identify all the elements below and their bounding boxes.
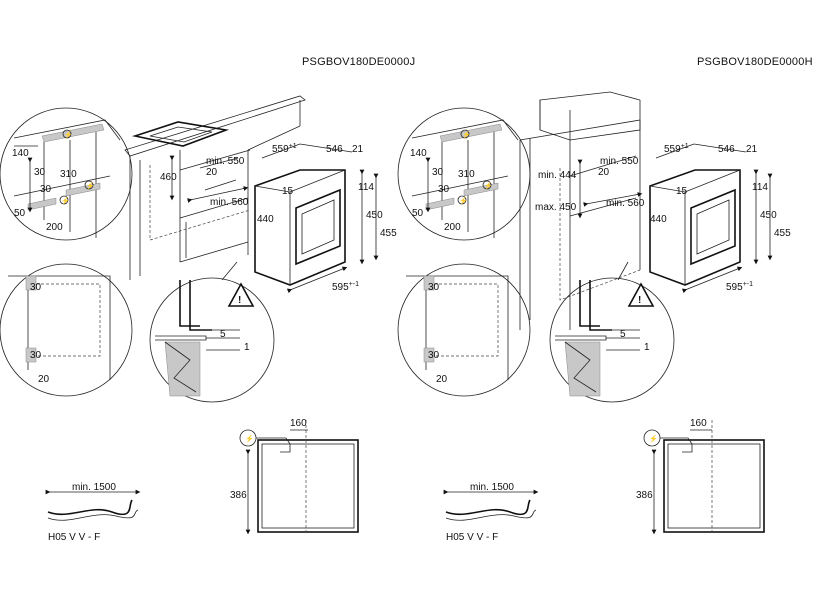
right-cable: min. 1500 H05 V V - F — [443, 482, 539, 543]
model-label-right: PSGBOV180DE0000H — [697, 56, 813, 68]
dim-oven-h2-r: 114 — [752, 182, 768, 193]
svg-text:⚡: ⚡ — [462, 130, 471, 139]
dim-back-height-r: 386 — [636, 490, 653, 501]
dim-cabinet-gap: 20 — [206, 167, 218, 178]
dim-cabinet-depth-min-r: min. 550 — [600, 156, 639, 167]
dim-cabinet-width-min-r: min. 560 — [606, 198, 645, 209]
right-detail-circle: ! 5 1 — [549, 261, 675, 403]
dim-side-bot-r: 20 — [436, 374, 448, 385]
right-back-view: ⚡ 160 386 — [636, 418, 765, 535]
dim-cutout-b: 30 — [34, 167, 46, 178]
dim-cabinet-height: 460 — [160, 172, 177, 183]
dim-back-width: 160 — [290, 418, 307, 429]
svg-text:⚡: ⚡ — [459, 196, 468, 205]
dim-side-top-r: 30 — [428, 282, 440, 293]
dim-cutout-c-r: 310 — [458, 169, 475, 180]
dim-oven-h4: 450 — [366, 210, 383, 221]
dim-side-mid: 30 — [30, 350, 42, 361]
dim-detail-v2: 1 — [244, 342, 250, 353]
dim-oven-width-r: 559+1 — [664, 143, 689, 155]
right-cabinet-dims: min. 444 max. 450 20 min. 550 min. 560 — [535, 156, 645, 219]
svg-text:!: ! — [638, 295, 641, 306]
left-cutout-circle: ⚡ ⚡ ⚡ 140 30 310 30 50 200 — [0, 107, 133, 241]
left-oven-drawing: 559+1 546 21 15 114 440 450 455 595+-1 — [254, 143, 397, 294]
dim-oven-h3: 440 — [257, 214, 274, 225]
cable-type-r: H05 V V - F — [446, 532, 498, 543]
dim-cutout-f: 200 — [46, 222, 63, 233]
svg-text:!: ! — [238, 295, 241, 306]
dim-cutout-c: 310 — [60, 169, 77, 180]
right-cutout-circle: ⚡ ⚡ ⚡ 140 30 310 30 50 200 — [397, 107, 531, 241]
dim-oven-bottom-r: 595+-1 — [726, 281, 753, 293]
dim-cabinet-width-min: min. 560 — [210, 197, 249, 208]
dim-side-mid-r: 30 — [428, 350, 440, 361]
dim-cutout-e: 50 — [14, 208, 26, 219]
dim-detail-v1: 5 — [220, 329, 226, 340]
dim-cutout-a-r: 140 — [410, 148, 427, 159]
left-panel: 460 min. 550 20 min. 560 ⚡ ⚡ ⚡ 140 30 — [0, 95, 397, 543]
cable-length-r: min. 1500 — [470, 482, 514, 493]
left-cabinet-dims: 460 min. 550 20 min. 560 — [160, 155, 249, 208]
left-side-circle: 30 30 20 — [0, 263, 133, 397]
dim-cabinet-gap-r: 20 — [598, 167, 610, 178]
dim-cutout-f-r: 200 — [444, 222, 461, 233]
dim-oven-h5-r: 455 — [774, 228, 791, 239]
dim-cabinet-min-h: min. 444 — [538, 170, 577, 181]
dim-oven-depth2: 21 — [352, 144, 364, 155]
left-cable: min. 1500 H05 V V - F — [45, 482, 141, 543]
dim-oven-h3-r: 440 — [650, 214, 667, 225]
dim-back-width-r: 160 — [690, 418, 707, 429]
model-label-left: PSGBOV180DE0000J — [302, 56, 416, 68]
dim-cabinet-max-h: max. 450 — [535, 202, 577, 213]
svg-text:⚡: ⚡ — [86, 181, 95, 190]
dim-cabinet-depth-min: min. 550 — [206, 156, 245, 167]
dim-detail-v2-r: 1 — [644, 342, 650, 353]
cable-type: H05 V V - F — [48, 532, 100, 543]
dim-cutout-b-r: 30 — [432, 167, 444, 178]
dim-cutout-d: 30 — [40, 184, 52, 195]
dim-oven-bottom: 595+-1 — [332, 281, 359, 293]
svg-text:⚡: ⚡ — [61, 196, 70, 205]
dim-cutout-d-r: 30 — [438, 184, 450, 195]
left-cabinet-drawing — [124, 95, 306, 280]
right-panel: min. 444 max. 450 20 min. 550 min. 560 ⚡… — [397, 91, 791, 543]
dim-side-top: 30 — [30, 282, 42, 293]
dim-oven-h4-r: 450 — [760, 210, 777, 221]
dim-detail-v1-r: 5 — [620, 329, 626, 340]
left-detail-circle: ! 5 1 — [149, 261, 275, 403]
left-back-view: ⚡ 160 386 — [230, 418, 359, 535]
svg-text:⚡: ⚡ — [649, 434, 658, 443]
dim-cutout-a: 140 — [12, 148, 29, 159]
cable-length: min. 1500 — [72, 482, 116, 493]
svg-text:⚡: ⚡ — [484, 181, 493, 190]
dim-oven-depth2-r: 21 — [746, 144, 758, 155]
svg-text:⚡: ⚡ — [245, 434, 254, 443]
right-side-circle: 30 30 20 — [397, 263, 531, 397]
dim-oven-h1: 15 — [282, 186, 294, 197]
dim-oven-h5: 455 — [380, 228, 397, 239]
dim-oven-h2: 114 — [358, 182, 374, 193]
svg-text:⚡: ⚡ — [64, 130, 73, 139]
dim-oven-depth1-r: 546 — [718, 144, 735, 155]
dim-oven-h1-r: 15 — [676, 186, 688, 197]
right-oven-drawing: 559+1 546 21 15 114 440 450 455 595+-1 — [649, 143, 791, 294]
dim-back-height: 386 — [230, 490, 247, 501]
dim-cutout-e-r: 50 — [412, 208, 424, 219]
dim-side-bot: 20 — [38, 374, 50, 385]
